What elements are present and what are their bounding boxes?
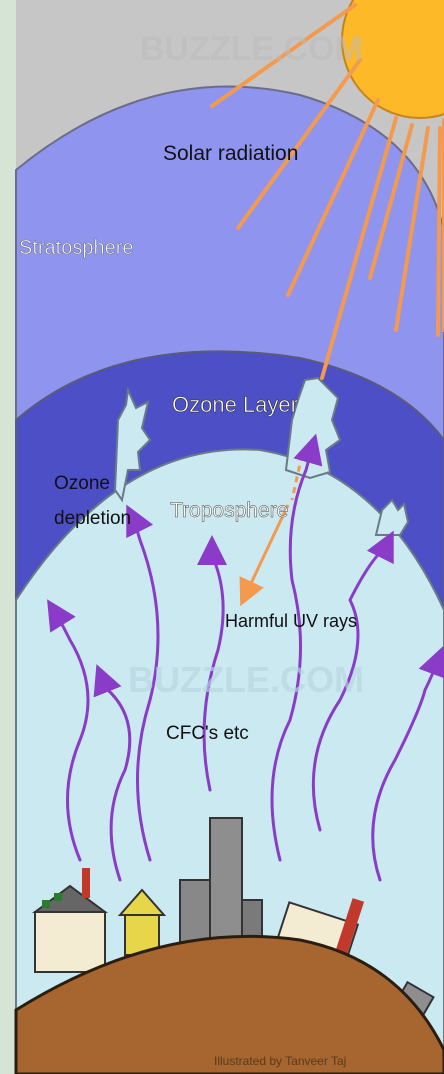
label-ozone-layer: Ozone Layer — [172, 392, 298, 417]
label-troposphere: Troposphere — [170, 499, 288, 522]
house — [35, 912, 105, 972]
label-cfcs: CFC's etc — [166, 723, 249, 744]
credit-text: Illustrated by Tanveer Taj — [214, 1054, 346, 1068]
tower-building — [210, 818, 242, 948]
label-depletion: depletion — [54, 508, 131, 529]
label-stratosphere: Stratosphere — [19, 237, 134, 259]
left-margin — [0, 0, 16, 1074]
label-ozone: Ozone — [54, 473, 110, 494]
label-solar-radiation: Solar radiation — [163, 142, 298, 165]
chimney — [82, 868, 90, 898]
watermark-top: BUZZLE.COM — [140, 30, 363, 68]
sun-ray — [438, 128, 440, 335]
label-harmful-uv: Harmful UV rays — [225, 611, 357, 631]
solar-panel — [54, 893, 62, 901]
solar-panel — [42, 900, 50, 908]
watermark-mid: BUZZLE.COM — [128, 659, 364, 700]
